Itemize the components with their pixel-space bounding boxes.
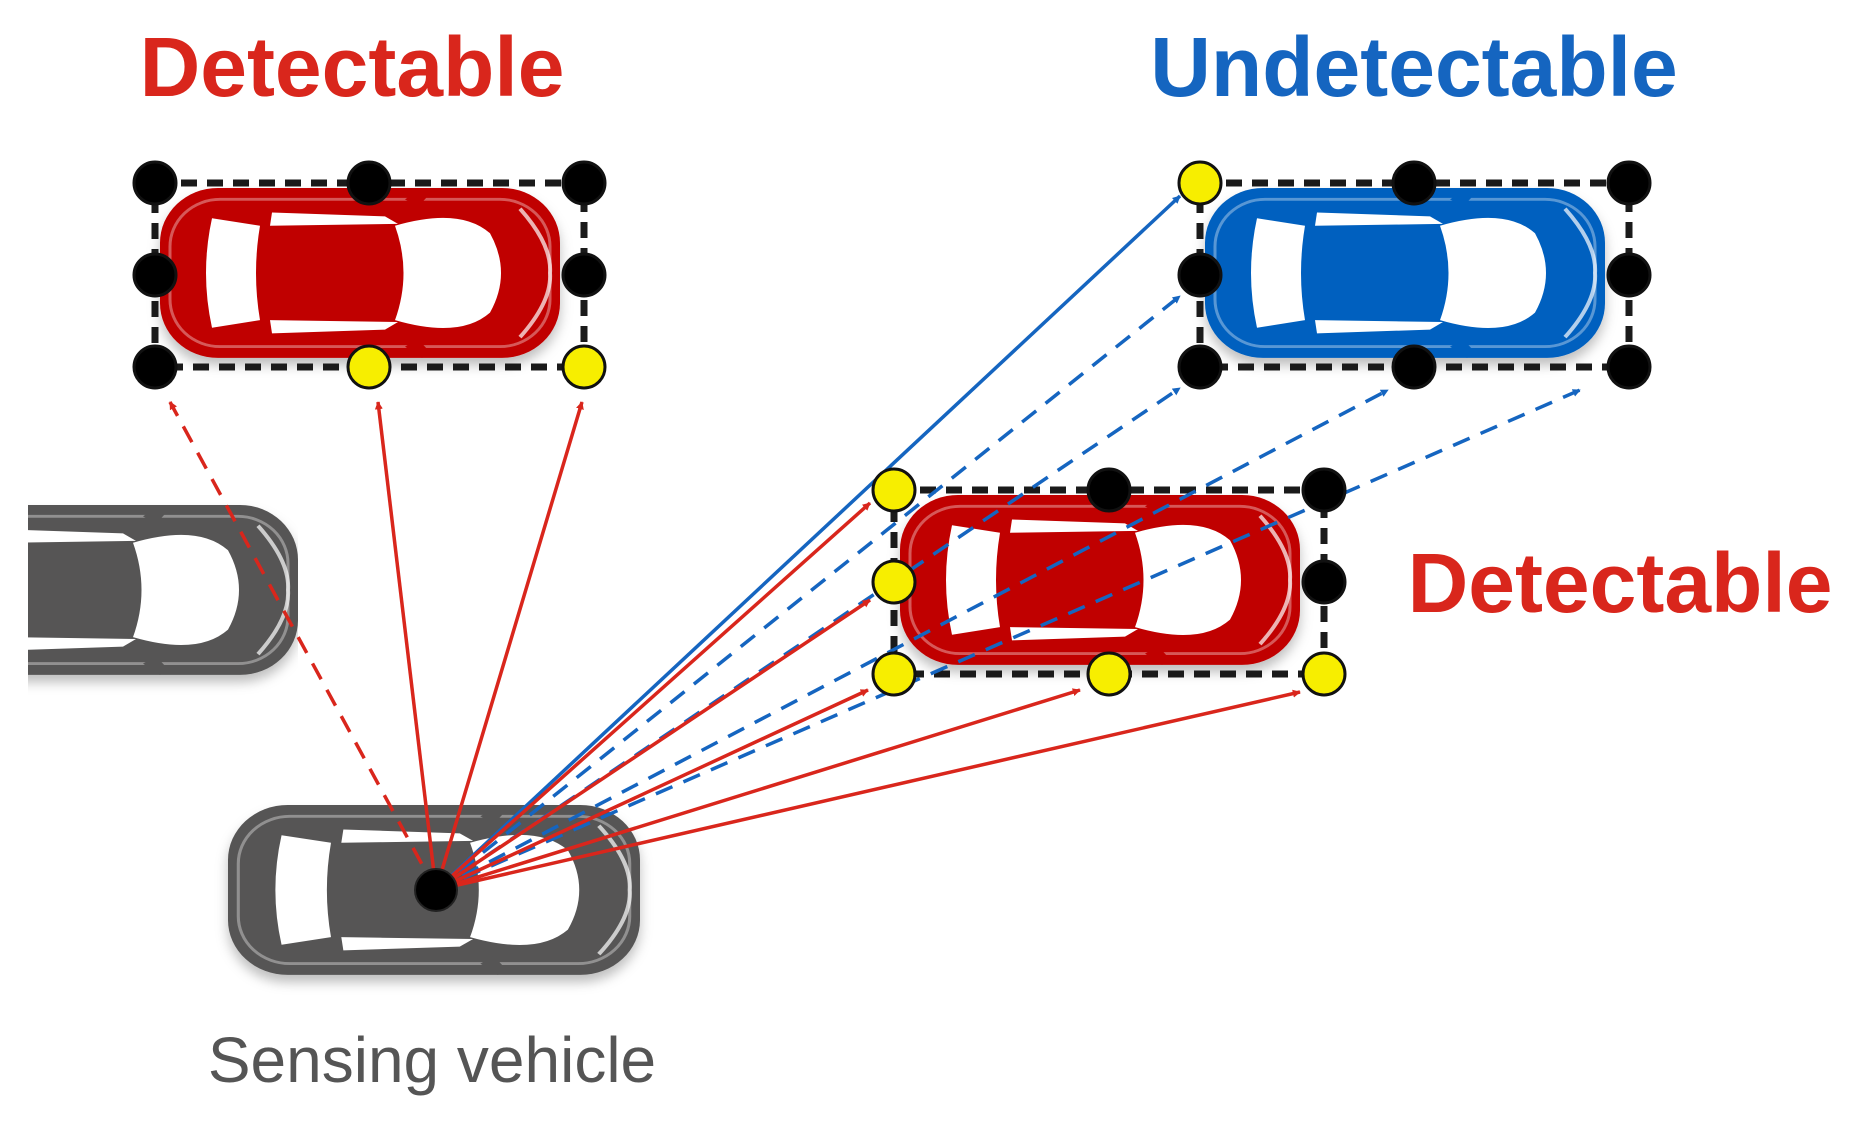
sensor-point: [414, 868, 458, 912]
hidden-corner: [1177, 252, 1223, 298]
visible-corner: [871, 559, 917, 605]
detectable-car-middle: [898, 493, 1302, 667]
ray: [435, 598, 871, 892]
hidden-corner: [132, 160, 178, 206]
visible-corner: [871, 651, 917, 697]
ray-dashed: [434, 294, 1182, 892]
undetectable-car: [1203, 186, 1607, 360]
hidden-corner: [561, 160, 607, 206]
label-detectable-middle: Detectable: [1408, 536, 1833, 630]
hidden-corner: [1606, 160, 1652, 206]
hidden-corner: [1606, 344, 1652, 390]
ray-dashed: [168, 401, 438, 891]
hidden-corner: [1391, 344, 1437, 390]
ray: [434, 401, 584, 891]
visible-corner: [346, 344, 392, 390]
hidden-corner: [1301, 559, 1347, 605]
hidden-corner: [132, 344, 178, 390]
hidden-corner: [1177, 344, 1223, 390]
ray: [435, 689, 1301, 892]
ray: [435, 688, 1081, 892]
ray: [434, 194, 1182, 892]
hidden-corner: [1606, 252, 1652, 298]
hidden-corner: [1391, 160, 1437, 206]
ray: [434, 501, 872, 892]
hidden-corner: [1086, 467, 1132, 513]
ray: [435, 688, 869, 892]
visible-corner: [871, 467, 917, 513]
ray: [374, 401, 438, 891]
parked-car-left: [28, 503, 298, 677]
hidden-corner: [1301, 467, 1347, 513]
detectable-car-top: [158, 186, 562, 360]
label-detectable-top: Detectable: [140, 20, 565, 114]
label-undetectable: Undetectable: [1150, 20, 1677, 114]
visible-corner: [1177, 160, 1223, 206]
hidden-corner: [561, 252, 607, 298]
visible-corner: [1086, 651, 1132, 697]
label-sensing-vehicle: Sensing vehicle: [208, 1024, 656, 1096]
visible-corner: [561, 344, 607, 390]
visible-corner: [1301, 651, 1347, 697]
hidden-corner: [346, 160, 392, 206]
hidden-corner: [132, 252, 178, 298]
